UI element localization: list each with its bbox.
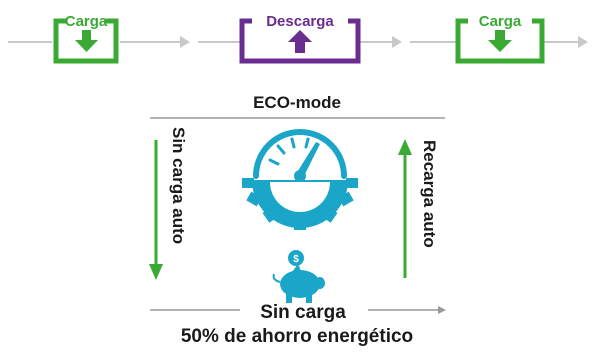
stage-bracket	[455, 18, 545, 64]
piggy-bank-icon: $	[272, 250, 325, 303]
stage-charge-2: Carga	[455, 13, 545, 64]
left-vertical-label: Sin carga auto	[169, 127, 188, 244]
stage-label: Descarga	[266, 13, 334, 30]
bottom-rule-arrowhead	[438, 306, 446, 314]
stage-label: Carga	[65, 13, 108, 30]
stage-bracket	[239, 18, 361, 64]
flow-arrowhead-1	[180, 36, 190, 48]
arrow-down-icon	[488, 30, 512, 52]
eco-mode-title: ECO-mode	[253, 93, 341, 112]
stage-bracket	[53, 18, 119, 64]
right-vertical-label: Recarga auto	[420, 140, 439, 248]
flow-arrowhead-2	[392, 36, 402, 48]
arrow-down-icon	[75, 30, 98, 52]
arrow-up-icon	[288, 30, 312, 53]
stage-discharge: Descarga	[239, 13, 361, 64]
stage-charge-1: Carga	[53, 13, 119, 64]
gauge-gear-icon	[242, 129, 358, 230]
flow-arrowhead-3	[578, 36, 588, 48]
stage-label: Carga	[479, 13, 522, 30]
svg-text:$: $	[293, 254, 299, 265]
flow-strip: Carga Descarga Carga	[8, 13, 588, 64]
bottom-subtitle: 50% de ahorro energético	[181, 326, 413, 347]
right-up-arrow	[398, 139, 412, 278]
bottom-title: Sin carga	[260, 302, 346, 323]
left-down-arrow	[149, 140, 163, 280]
